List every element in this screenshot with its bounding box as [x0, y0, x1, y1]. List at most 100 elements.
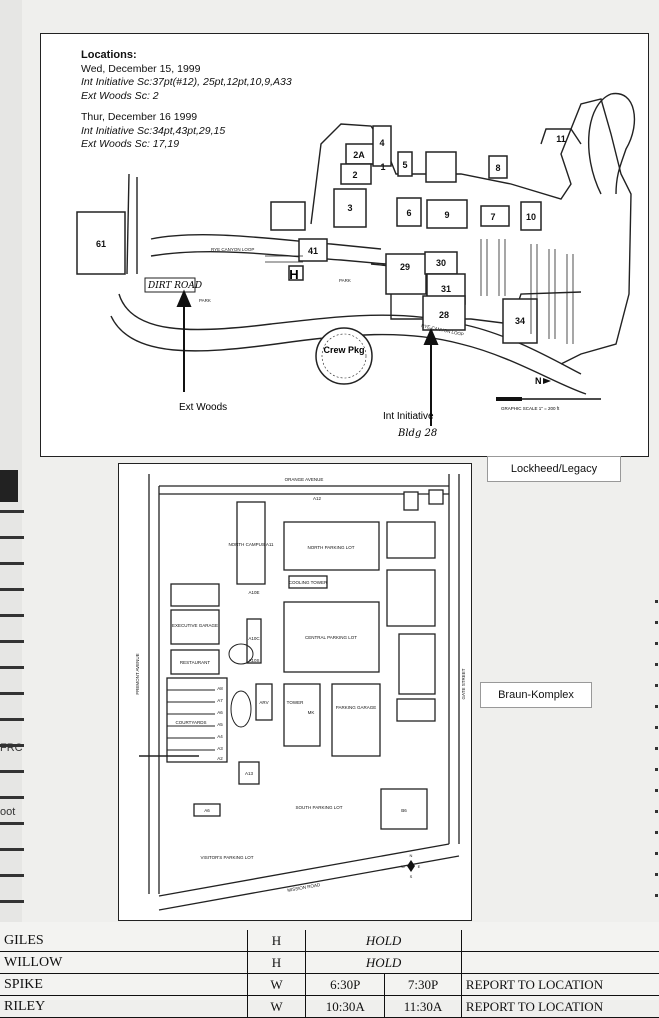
a-label-a7: A7 [217, 698, 223, 703]
street-fremont: FREMONT AVENUE [135, 653, 140, 694]
bldg-29: 29 [400, 262, 410, 272]
compass-icon: N E S W [401, 853, 421, 879]
lockheed-map: 61 2A 2 3 4 5 6 7 8 9 10 11 1 29 30 31 2… [76, 92, 636, 439]
bldg-1: 1 [380, 162, 385, 172]
bldg-8: 8 [495, 163, 500, 173]
location-notes: Locations: Wed, December 15, 1999 Int In… [81, 49, 292, 152]
north-label: N [535, 376, 542, 386]
svg-text:W: W [401, 864, 405, 869]
lockheed-map-panel: 61 2A 2 3 4 5 6 7 8 9 10 11 1 29 30 31 2… [40, 33, 649, 457]
a10c-label: A10C [248, 636, 260, 641]
notes-day2: Thur, December 16 1999 [81, 111, 198, 123]
bldg-31: 31 [441, 284, 451, 294]
notes-day1: Wed, December 15, 1999 [81, 62, 201, 75]
schedule-name: RILEY [0, 995, 248, 1018]
b6-label: B6 [401, 808, 407, 813]
dirt-road-label: DIRT ROAD [147, 281, 202, 291]
schedule-note [460, 930, 659, 952]
bldg-2: 2 [352, 170, 357, 180]
bldg-28-handwritten: Bldg 28 [397, 428, 437, 439]
a-label-a6: A6 [217, 710, 223, 715]
schedule-row: GILES H HOLD [0, 930, 659, 952]
south-lot-label: SOUTH PARKING LOT [296, 805, 343, 810]
north-lot-label: NORTH PARKING LOT [307, 545, 354, 550]
road-label-1: RYE CANYON LOOP [211, 247, 254, 252]
bldg-5: 5 [402, 160, 407, 170]
braun-komplex-label: Braun-Komplex [480, 682, 592, 708]
edge-marks [0, 510, 26, 952]
bldg-3: 3 [347, 203, 352, 213]
cooling-tower-label: COOLING TOWER [289, 580, 328, 585]
bldg-34: 34 [515, 316, 525, 326]
a10s-label: A10S [248, 658, 259, 663]
schedule-code: W [246, 995, 306, 1018]
bldg-7: 7 [490, 212, 495, 222]
north-campus-label: NORTH CAMPUS A11 [228, 542, 274, 547]
a-label-a2: A2 [217, 756, 223, 761]
svg-text:S: S [410, 874, 413, 879]
street-mission: MISSION ROAD [287, 882, 321, 893]
right-edge-dots [655, 600, 659, 915]
schedule-note [460, 951, 659, 974]
a-label-a5: A5 [217, 722, 223, 727]
bldg-2a: 2A [353, 150, 365, 160]
park-label-2: PARK [339, 278, 351, 283]
bldg-41: 41 [308, 246, 318, 256]
schedule-status: HOLD [305, 930, 462, 952]
parking-garage-label: PARKING GARAGE [336, 705, 376, 710]
a13-label: A13 [245, 771, 254, 776]
schedule-row: RILEY W 10:30A 11:30A REPORT TO LOCATION [0, 995, 659, 1018]
lockheed-legacy-label: Lockheed/Legacy [487, 456, 621, 482]
schedule-code: H [246, 930, 306, 952]
a6-label: A6 [204, 808, 210, 813]
a-label-a4: A4 [217, 734, 223, 739]
schedule-name: WILLOW [0, 951, 248, 974]
a12-label: A12 [313, 496, 322, 501]
bldg-4: 4 [379, 138, 384, 148]
notes-day1-ext: Ext Woods Sc: 2 [81, 89, 159, 102]
arv-label: ARV [259, 700, 268, 705]
edge-tab [0, 470, 18, 502]
bldg-28: 28 [439, 310, 449, 320]
schedule-status: HOLD [305, 951, 462, 974]
crew-pkg-label: Crew Pkg [323, 345, 364, 355]
braun-map-panel: ORANGE AVENUE FREMONT AVENUE GATE STREET… [118, 463, 472, 921]
courtyards-label: COURTYARDS [175, 720, 206, 725]
schedule-row: WILLOW H HOLD [0, 951, 659, 974]
schedule-name: GILES [0, 930, 248, 952]
street-gate: GATE STREET [461, 668, 466, 699]
braun-map: ORANGE AVENUE FREMONT AVENUE GATE STREET… [135, 474, 466, 911]
exec-garage-label: EXECUTIVE GARAGE [172, 623, 218, 628]
int-initiative-label: Int Initiative [383, 411, 434, 422]
schedule-note: REPORT TO LOCATION [460, 995, 659, 1018]
bldg-30: 30 [436, 258, 446, 268]
svg-text:N: N [410, 853, 413, 858]
restaurant-label: RESTAURANT [180, 660, 210, 665]
edge-word-1: FRC [0, 742, 23, 754]
schedule-end: 11:30A [384, 995, 462, 1018]
schedule-start: 10:30A [305, 995, 385, 1018]
north-arrow-icon [543, 378, 551, 384]
edge-word-2: oot [0, 806, 16, 818]
bldg-10: 10 [526, 212, 536, 222]
binding-edge [0, 0, 22, 1000]
schedule-end: 7:30P [384, 973, 462, 996]
schedule-name: SPIKE [0, 973, 248, 996]
ext-woods-label: Ext Woods [179, 402, 227, 413]
schedule-table: GILES H HOLD WILLOW H HOLD SPIKE W 6:30P… [0, 922, 659, 1018]
a10e-label: A10E [248, 590, 259, 595]
schedule-row: SPIKE W 6:30P 7:30P REPORT TO LOCATION [0, 973, 659, 996]
schedule-note: REPORT TO LOCATION [460, 973, 659, 996]
bldg-h: H [289, 267, 298, 282]
central-lot-label: CENTRAL PARKING LOT [305, 635, 357, 640]
notes-day2-ext: Ext Woods Sc: 17,19 [81, 138, 180, 150]
notes-day2-int: Int Initiative Sc:34pt,43pt,29,15 [81, 124, 226, 137]
svg-text:E: E [418, 864, 421, 869]
street-orange: ORANGE AVENUE [285, 477, 324, 482]
bldg-61: 61 [96, 239, 106, 249]
schedule-code: H [246, 951, 306, 974]
schedule-start: 6:30P [305, 973, 385, 996]
a-label-a3: A3 [217, 746, 223, 751]
bldg-6: 6 [406, 208, 411, 218]
visitors-lot-label: VISITOR'S PARKING LOT [201, 855, 254, 860]
